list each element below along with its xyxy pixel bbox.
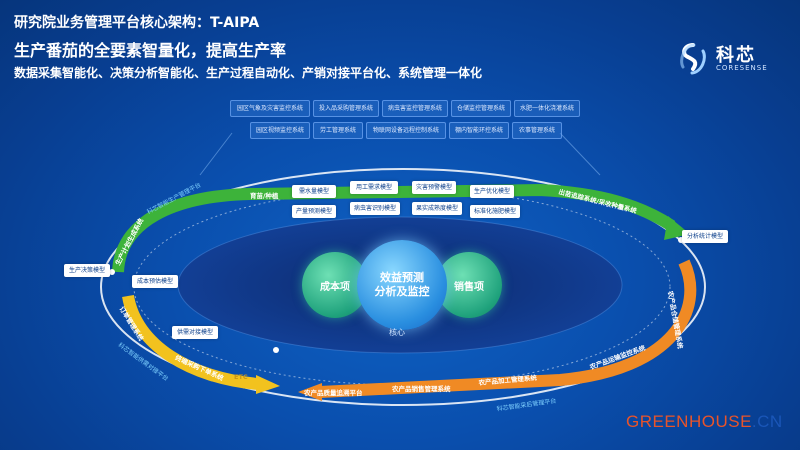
arrow-label-sales: 农产品销售管理系统 — [392, 385, 451, 393]
connector-lines — [199, 132, 601, 176]
arrow-label-quality: 农产品质量追溯平台 — [304, 389, 363, 397]
outer-ring — [100, 168, 706, 406]
model-box: 灾害预警模型 — [412, 181, 456, 194]
yellow-arrowhead — [256, 375, 280, 394]
logo-name-en: CORESENSE — [716, 64, 768, 72]
model-box: 果实成熟度模型 — [412, 202, 462, 215]
core-label: 核心 — [389, 328, 405, 337]
ring-dot — [273, 347, 279, 353]
system-box: 园区视频监控系统 — [250, 122, 310, 139]
logo-mark-icon — [680, 43, 706, 75]
yellow-band — [122, 294, 259, 390]
system-box: 仓储监控管理系统 — [451, 100, 511, 117]
model-box: 标准化施肥模型 — [470, 205, 520, 218]
ring-dot — [109, 269, 115, 275]
system-box: 物联网设备远程控制系统 — [366, 122, 446, 139]
logo-name-cn: 科芯 — [716, 45, 756, 66]
model-box: 分析统计模型 — [682, 230, 728, 243]
green-band — [112, 183, 676, 273]
model-box: 产量预测模型 — [292, 205, 336, 218]
system-box: 棚内智能环控系统 — [449, 122, 509, 139]
sales-label: 销售项 — [454, 281, 484, 293]
system-box: 病虫害监控管理系统 — [382, 100, 448, 117]
arrow-label-seedling: 育苗/种植 — [250, 192, 279, 200]
system-box: 农事管理系统 — [512, 122, 562, 139]
title-line3: 数据采集智能化、决策分析智能化、生产过程自动化、产销对接平台化、系统管理一体化 — [14, 66, 483, 80]
sales-circle: 销售项 — [436, 252, 502, 318]
watermark-part2: .CN — [751, 412, 783, 431]
model-box: 供需对接模型 — [172, 326, 218, 339]
system-box: 水肥一体化浇灌系统 — [514, 100, 580, 117]
orange-band — [319, 259, 697, 398]
benefit-circle: 效益预测 分析及监控 — [357, 240, 447, 330]
orange-arrowhead — [298, 383, 322, 401]
watermark-part1: GREENHOUSE — [626, 412, 752, 431]
greenhouse-watermark: GREENHOUSE.CN — [626, 412, 783, 432]
model-box: 成本预估模型 — [132, 275, 178, 288]
model-box: 用工需求模型 — [350, 181, 398, 194]
arrow-label-etc: ETC — [234, 373, 248, 381]
model-box: 需水量模型 — [292, 185, 336, 198]
model-box: 生产决策模型 — [64, 264, 110, 277]
title-line2: 生产番茄的全要素智量化，提高生产率 — [14, 41, 287, 60]
cost-label: 成本项 — [320, 281, 350, 293]
system-box: 园区气象及灾害监控系统 — [230, 100, 310, 117]
model-box: 生产优化模型 — [470, 185, 514, 198]
system-box: 投入品采购管理系统 — [313, 100, 379, 117]
system-box: 劳工管理系统 — [313, 122, 363, 139]
benefit-label-line1: 效益预测 — [380, 271, 424, 284]
title-line1: 研究院业务管理平台核心架构：T-AIPA — [14, 15, 260, 31]
coresense-logo: 科芯 CORESENSE — [676, 40, 786, 80]
benefit-label-line2: 分析及监控 — [374, 285, 430, 298]
model-box: 病虫害识别模型 — [350, 202, 400, 215]
